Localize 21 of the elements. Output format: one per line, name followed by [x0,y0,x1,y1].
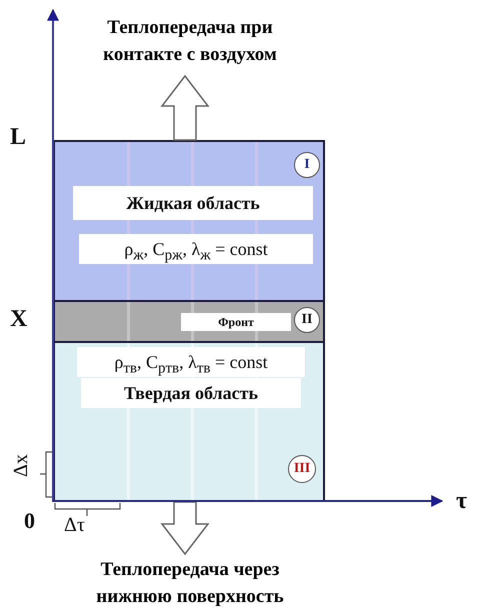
region-number-circle: II [294,307,320,333]
axis-label: X [10,306,28,333]
region-number-circle: I [294,152,320,178]
axis-label: τ [456,488,468,515]
heat-transfer-text: Теплопередача через нижнюю поверхность [75,556,305,612]
dimension-label: Δτ [64,514,85,537]
axis-label: L [10,124,26,151]
heat-flow-arrow [160,74,210,141]
region-band [53,341,325,502]
region-title: Жидкая область [73,186,313,220]
region-title: Твердая область [81,378,301,408]
region-title: Фронт [181,313,291,331]
property-formula: ρ$_{тв}$, C$_{pтв}$, λ$_{тв}$ = const [77,347,305,377]
origin-label: 0 [24,508,35,534]
heat-transfer-text: Теплопередача при контакте с воздухом [70,14,310,72]
dimension-label: Δx [10,454,33,477]
property-formula: ρ$_{ж}$, C$_{pж}$, λ$_{ж}$ = const [79,234,313,264]
heat-flow-arrow [160,501,210,556]
region-band [53,140,325,302]
region-number-circle: III [288,455,316,483]
region-band [53,300,325,343]
